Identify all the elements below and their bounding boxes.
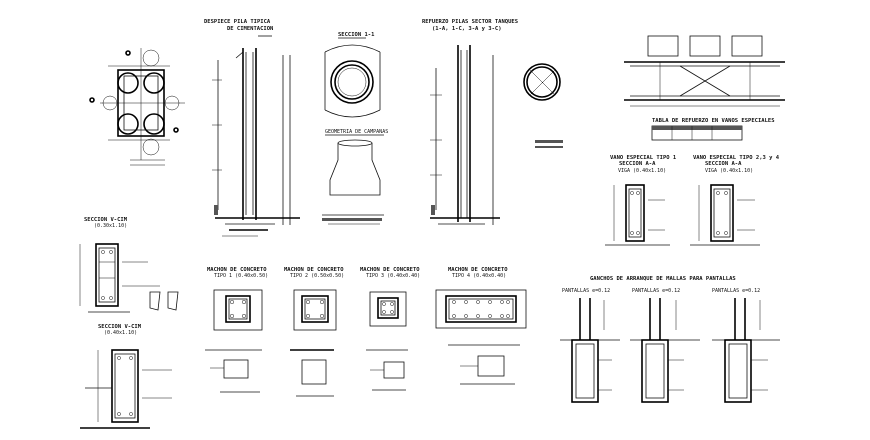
machon-4-title: MACHON DE CONCRETO [448,267,508,273]
vano-especial-tipo-234: VANO ESPECIAL TIPO 2,3 y 4 SECCION A-A V… [690,155,780,246]
refuerzo-pilas-tanques: REFUERZO PILAS SECTOR TANQUES (1-A, 1-C,… [422,19,563,225]
refuerzo-title-2: (1-A, 1-C, 3-A y 3-C) [432,26,502,32]
pantalla-1-label: PANTALLAS e=0.12 [562,288,610,294]
refuerzo-title-1: REFUERZO PILAS SECTOR TANQUES [422,19,518,25]
pilar-title-1: DESPIECE PILA TIPICA [204,19,271,25]
seccion-1-1-title: SECCION 1-1 [338,32,375,38]
machon-tipo-4: MACHON DE CONCRETO TIPO 4 (0.40x0.40) [435,267,527,385]
seccion-vcim-2-title: SECCION V-CIM [98,324,142,330]
machon-tipo-1: MACHON DE CONCRETO TIPO 1 (0.40x0.50) [205,267,268,393]
campanas-title: GEOMETRIA DE CAMPANAS [325,129,388,135]
tabla-refuerzo-title: TABLA DE REFUERZO EN VANOS ESPECIALES [652,118,775,124]
seccion-vcim-1-dim: (0.30x1.10) [94,223,127,229]
machon-3-tipo: TIPO 3 (0.40x0.40) [366,273,420,279]
machon-1-title: MACHON DE CONCRETO [207,267,267,273]
machon-4-tipo: TIPO 4 (0.40x0.40) [452,273,506,279]
seccion-vcim-2-dim: (0.40x1.10) [104,330,137,336]
seccion-aa-2: SECCION A-A [705,161,742,167]
machon-3-title: MACHON DE CONCRETO [360,267,420,273]
pilar-title-2: DE CIMENTACION [227,26,273,32]
seccion-vcim-1: SECCION V-CIM (0.30x1.10) [79,217,179,313]
vano-especial-tipo-1: VANO ESPECIAL TIPO 1 SECCION A-A VIGA (0… [605,155,677,246]
seccion-1-1: SECCION 1-1 GEOMETRIA DE CAMPANAS [322,32,388,225]
machon-tipo-3: MACHON DE CONCRETO TIPO 3 (0.40x0.40) [360,267,420,391]
seccion-aa-1: SECCION A-A [619,161,656,167]
viga-1: VIGA (0.40x1.10) [618,168,666,174]
pantalla-2-label: PANTALLAS e=0.12 [632,288,680,294]
machon-2-tipo: TIPO 2 (0.50x0.50) [290,273,344,279]
ganchos-arranque: GANCHOS DE ARRANQUE DE MALLAS PARA PANTA… [560,276,780,403]
machon-2-title: MACHON DE CONCRETO [284,267,344,273]
vano-tipo23-title: VANO ESPECIAL TIPO 2,3 y 4 [693,155,780,161]
seccion-vcim-1-title: SECCION V-CIM [84,217,128,223]
beam-elevation: TABLA DE REFUERZO EN VANOS ESPECIALES [624,35,785,141]
viga-2: VIGA (0.40x1.10) [705,168,753,174]
vano-tipo1-title: VANO ESPECIAL TIPO 1 [610,155,677,161]
pantalla-3-label: PANTALLAS e=0.12 [712,288,760,294]
seccion-vcim-2: SECCION V-CIM (0.40x1.10) [80,324,172,429]
ganchos-title: GANCHOS DE ARRANQUE DE MALLAS PARA PANTA… [590,276,736,282]
machon-tipo-2: MACHON DE CONCRETO TIPO 2 (0.50x0.50) [284,267,344,397]
machon-1-tipo: TIPO 1 (0.40x0.50) [214,273,268,279]
pile-cap-plan [89,48,185,166]
despiece-pila-tipica: DESPIECE PILA TIPICA DE CIMENTACION [204,19,300,237]
